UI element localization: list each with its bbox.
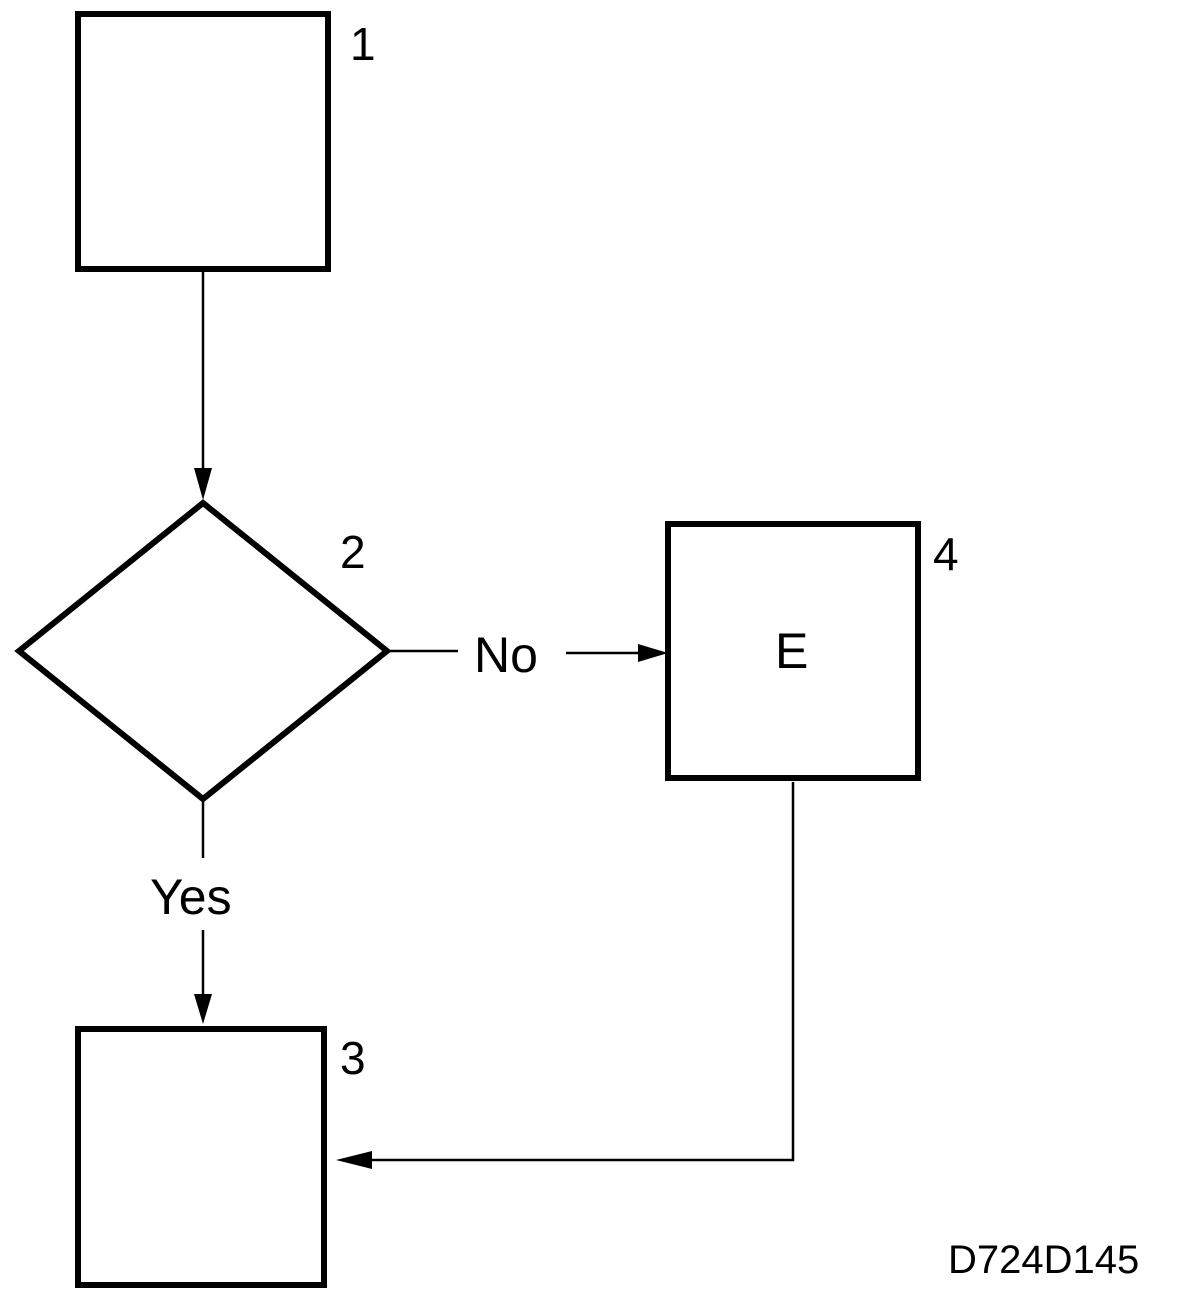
arrow-1-to-2 [194,272,212,500]
arrow-no-branch [390,644,668,662]
arrow-4-to-3 [336,782,795,1169]
figure-code: D724D145 [948,1238,1139,1282]
process-box-1 [75,11,331,272]
box-3-number: 3 [340,1032,366,1084]
no-label: No [474,627,538,683]
process-box-3 [75,1026,327,1288]
box-4-text: E [775,623,808,679]
decision-2-number: 2 [340,526,366,578]
decision-diamond-2 [14,499,392,803]
yes-label: Yes [150,869,232,925]
box-4-number: 4 [933,528,959,580]
box-1-number: 1 [350,18,376,70]
arrow-yes-branch [194,800,212,1024]
process-box-4 [665,521,921,781]
